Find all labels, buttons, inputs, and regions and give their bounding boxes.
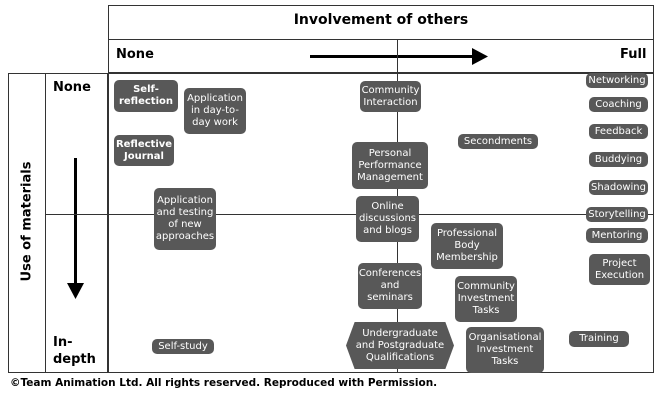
matrix-horizontal-center <box>45 214 654 215</box>
item-online-discussions: Online discussions and blogs <box>356 196 419 242</box>
item-training: Training <box>569 331 629 347</box>
item-coaching: Coaching <box>589 97 648 112</box>
matrix-frame <box>108 73 654 373</box>
item-professional-body: Professional Body Membership <box>431 223 503 269</box>
item-application-testing: Application and testing of new approache… <box>154 188 216 250</box>
vertical-arrow-head-icon <box>67 283 84 299</box>
copyright-text: ©Team Animation Ltd. All rights reserved… <box>10 377 438 389</box>
header-left-label: None <box>116 47 154 62</box>
side-bottom-label: In- depth <box>53 335 96 367</box>
item-secondments: Secondments <box>458 134 538 149</box>
horizontal-arrow-head-icon <box>472 48 488 65</box>
item-self-reflection: Self- reflection <box>114 80 178 112</box>
item-reflective-journal: Reflective Journal <box>114 135 174 166</box>
item-shadowing: Shadowing <box>589 180 648 195</box>
vertical-arrow-shaft <box>74 158 77 286</box>
item-personal-performance: Personal Performance Management <box>352 142 428 189</box>
item-feedback: Feedback <box>589 124 648 139</box>
item-networking: Networking <box>586 73 648 88</box>
item-project-execution: Project Execution <box>589 254 650 285</box>
header-right-label: Full <box>620 47 647 62</box>
item-community-interaction: Community Interaction <box>360 81 421 112</box>
side-frame <box>8 73 108 373</box>
item-conferences: Conferences and seminars <box>358 263 422 309</box>
item-mentoring: Mentoring <box>586 228 648 243</box>
item-storytelling: Storytelling <box>586 207 648 222</box>
item-undergraduate: Undergraduate and Postgraduate Qualifica… <box>346 322 454 369</box>
side-top-label: None <box>53 80 91 95</box>
header-divider <box>108 39 654 40</box>
header-title: Involvement of others <box>293 12 469 28</box>
item-self-study: Self-study <box>152 339 214 354</box>
item-application-day-to-day: Application in day-to- day work <box>184 88 246 134</box>
item-buddying: Buddying <box>589 152 648 167</box>
horizontal-arrow-shaft <box>310 55 475 58</box>
side-divider <box>45 73 46 373</box>
item-community-investment: Community Investment Tasks <box>455 276 517 322</box>
item-organisational-investment: Organisational Investment Tasks <box>466 327 544 373</box>
side-axis-title: Use of materials <box>19 161 35 282</box>
